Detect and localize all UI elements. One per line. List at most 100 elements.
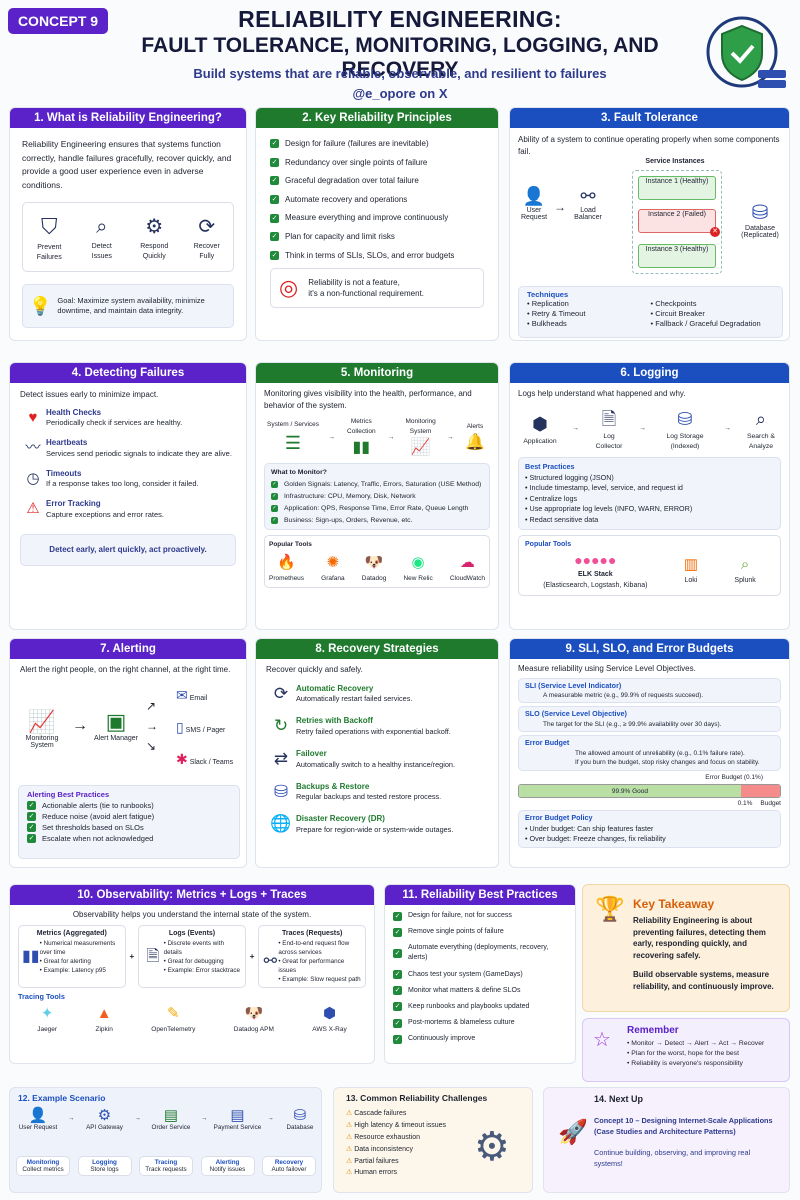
bp-item: Redact sensitive data [525, 515, 774, 525]
detect-title: Heartbeats [46, 438, 88, 448]
channel-sms: ▯ SMS / Pager [176, 719, 225, 736]
bp-item: Set thresholds based on SLOs [42, 823, 144, 832]
monitor-icon: 📈 [410, 439, 431, 457]
channel-label: Slack / Teams [189, 759, 234, 766]
flow-label: Monitoring System [405, 418, 436, 435]
goal-label: Respond Quickly [140, 242, 169, 260]
channel-slack: ✱ Slack / Teams [176, 751, 233, 768]
db-label: Database (Replicated) [741, 225, 779, 239]
goal-text: Goal: Maximize system availability, mini… [57, 295, 205, 316]
technique-item: Retry & Timeout [527, 309, 651, 318]
flow-label: Log Collector [595, 432, 623, 450]
alert-manager: ▣Alert Manager [92, 709, 140, 742]
section-best-practices: 11. Reliability Best Practices ✓Design f… [384, 884, 576, 1064]
trophy-icon: 🏆 [595, 896, 625, 923]
principle-item: Plan for capacity and limit risks [285, 231, 395, 241]
eb-title: Error Budget [525, 738, 570, 748]
bp-item: Include timestamp, level, service, and r… [525, 483, 774, 493]
intro-text: Detect issues early to minimize impact. [20, 390, 159, 399]
email-icon: ✉ [176, 687, 188, 703]
intro-text: Reliability Engineering ensures that sys… [22, 139, 232, 190]
monitor-item: Application: QPS, Response Time, Error R… [284, 504, 469, 512]
bar-chart-icon: ▮▮ [22, 948, 40, 966]
principle-item: Graceful degradation over total failure [285, 176, 419, 186]
next-desc: Continue building, observing, and improv… [594, 1148, 751, 1168]
section-heading: 11. Reliability Best Practices [385, 885, 575, 905]
detect-desc: Capture exceptions and error rates. [46, 509, 164, 519]
shield-check-icon [700, 12, 790, 98]
goal-respond: ⚙Respond Quickly [134, 213, 174, 262]
principle-item: Think in terms of SLIs, SLOs, and error … [285, 250, 455, 260]
database-icon: ⛁ [751, 202, 769, 224]
intro-text: Logs help understand what happened and w… [518, 389, 686, 398]
lightbulb-icon: 💡 [29, 296, 52, 317]
monitor-item: Business: Sign-ups, Orders, Revenue, etc… [284, 516, 413, 524]
flow-label: Payment Service [213, 1124, 262, 1131]
bp-item: Use appropriate log levels (INFO, WARN, … [525, 504, 774, 514]
load-balancer: ⚯Load Balancer [568, 186, 608, 221]
section-heading: 8. Recovery Strategies [256, 639, 498, 659]
bp-heading: Best Practices [525, 462, 575, 472]
order-service-icon: ▤ [163, 1107, 179, 1124]
tool-label: OpenTelemetry [151, 1025, 196, 1033]
page-title-line2: FAULT TOLERANCE, MONITORING, LOGGING, AN… [141, 34, 659, 81]
payment-service-icon: ▤ [230, 1107, 245, 1124]
bp-heading: Alerting Best Practices [27, 790, 110, 799]
target-icon: ◎ [279, 275, 299, 301]
challenge-item: Data inconsistency [354, 1145, 413, 1153]
tracing-tools-heading: Tracing Tools [18, 992, 65, 1002]
bar-chart-icon: ▮▮ [352, 439, 371, 457]
section-alerting: 7. Alerting Alert the right people, on t… [9, 638, 247, 868]
alert-manager-icon: ▣ [105, 709, 127, 734]
instances-group [632, 170, 722, 274]
goal-prevent: ⛉Prevent Failures [29, 211, 69, 263]
section-heading: 7. Alerting [10, 639, 246, 659]
section-heading: 2. Key Reliability Principles [256, 108, 498, 128]
detect-title: Timeouts [46, 468, 82, 478]
warning-icon: ⚠ [346, 1121, 353, 1129]
column-title: Metrics (Aggregated) [36, 929, 107, 937]
section-heading: 4. Detecting Failures [10, 363, 246, 383]
technique-item: Bulkheads [527, 319, 651, 328]
column-item: Discrete events with details [164, 939, 242, 957]
alerting-best-practices: Alerting Best Practices ✓Actionable aler… [18, 785, 240, 859]
technique-item: Circuit Breaker [651, 309, 775, 318]
logging-flow: ⬢Application→ 🗎Log Collector→ ⛁Log Stora… [518, 406, 781, 452]
zipkin-icon: ▲ [96, 1004, 112, 1022]
warning-icon: ⚠ [346, 1133, 353, 1141]
challenge-item: Cascade failures [354, 1110, 407, 1117]
recovery-title: Backups & Restore [296, 781, 370, 791]
recovery-desc: Automatically switch to a healthy instan… [296, 759, 455, 769]
tool-label: Jaeger [37, 1025, 58, 1033]
section-heading: 14. Next Up [594, 1094, 644, 1104]
service-instances-label: Service Instances [645, 158, 705, 165]
intro-text: Monitoring gives visibility into the hea… [264, 389, 472, 410]
column-item: Numerical measurements over time [40, 939, 122, 957]
intro-text: Observability helps you understand the i… [72, 910, 312, 919]
budget-label: Budget [760, 800, 781, 808]
document-icon: 🗎 [601, 408, 617, 429]
goal-label: Detect Issues [91, 242, 112, 260]
principle-item: Redundancy over single points of failure [285, 157, 428, 167]
tool-label: Grafana [321, 574, 345, 582]
techniques-heading: Techniques [527, 290, 569, 299]
principle-item: Measure everything and improve continuou… [285, 213, 449, 223]
refresh-icon: ⟳ [273, 683, 289, 703]
retry-arrow-icon: ↻ [273, 716, 289, 736]
remember-item: Reliability is everyone's responsibility [627, 1059, 764, 1069]
traces-column: Traces (Requests) ⚯End-to-end request fl… [258, 924, 366, 989]
goal-recover: ⟳Recover Fully [187, 213, 227, 262]
box-desc: Store logs [90, 1166, 119, 1173]
remember-item: Plan for the worst, hope for the best [627, 1049, 764, 1059]
column-item: Great for performance issues [278, 957, 362, 975]
lb-label: Load Balancer [574, 207, 602, 221]
budget-pct: 0.1% [737, 800, 753, 808]
section-fault-tolerance: 3. Fault Tolerance Ability of a system t… [509, 107, 790, 341]
policy-item: Over budget: Freeze changes, fix reliabi… [525, 834, 774, 844]
server-icon: ☰ [284, 432, 302, 453]
aws-xray-icon: ⬢ [322, 1004, 337, 1022]
tools-heading: Popular Tools [269, 541, 312, 549]
section-detecting-failures: 4. Detecting Failures Detect issues earl… [9, 362, 247, 630]
globe-icon: 🌐 [270, 814, 292, 834]
